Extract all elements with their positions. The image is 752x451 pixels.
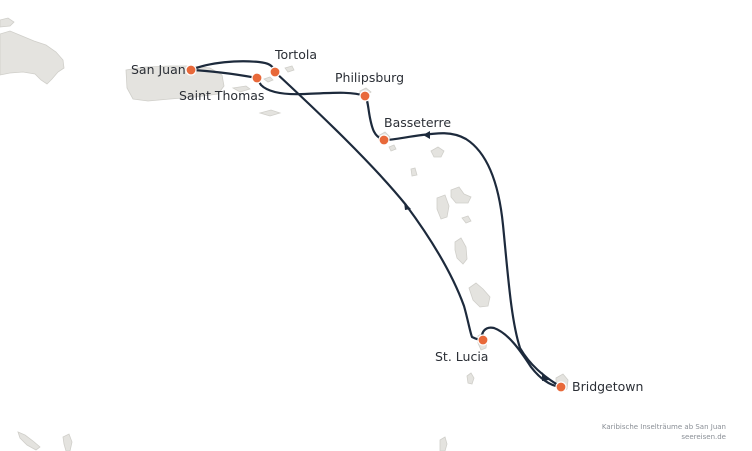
montserrat-island [410,167,418,177]
port-label-san-juan: San Juan [131,62,186,77]
route-leg-st-lucia-bridgetown [481,326,563,389]
port-label-st-lucia: St. Lucia [435,349,488,364]
nevis-island [388,144,397,152]
route-leg-saint-thomas-san-juan [189,68,259,80]
port-label-basseterre: Basseterre [384,115,451,130]
south-coast-land-1 [17,431,41,451]
port-label-tortola: Tortola [274,47,317,62]
puerto-rico-island [125,65,225,102]
port-label-philipsburg: Philipsburg [335,70,404,85]
direction-arrow-bridgetown [542,372,549,381]
hispaniola-island [0,30,65,85]
port-label-bridgetown: Bridgetown [572,379,643,394]
route-leg-basseterre-philipsburg [363,94,424,142]
credit-title: Karibische Inselträume ab San Juan [601,423,726,431]
port-marker-basseterre[interactable] [378,134,390,146]
land-layer [0,17,569,451]
route-leg-bridgetown-basseterre [420,132,563,389]
port-label-saint-thomas: Saint Thomas [179,88,264,103]
guadeloupe-island [436,186,472,220]
small-islet-northwest [0,17,15,28]
vieques-island [231,85,251,93]
saint-croix-island [258,109,282,117]
route-leg-tortola-st-lucia [273,70,485,342]
direction-arrow-basseterre [423,131,430,139]
cruise-route [189,60,563,389]
antigua-island [430,146,445,158]
saint-vincent-island [466,372,475,385]
virgin-islet-2 [284,65,295,73]
credit-source: seereisen.de [681,433,726,441]
route-leg-san-juan-tortola [189,60,277,74]
port-marker-san-juan[interactable] [185,64,197,76]
martinique-island [468,282,491,308]
port-marker-st-lucia[interactable] [477,334,489,346]
marie-galante-island [461,215,472,224]
port-marker-philipsburg[interactable] [359,90,371,102]
grenada-island [439,436,448,451]
port-marker-saint-thomas[interactable] [251,72,263,84]
direction-arrow-southbound [404,202,411,210]
virgin-islet-1 [263,76,274,83]
port-marker-tortola[interactable] [269,66,281,78]
south-coast-land-2 [62,433,73,451]
dominica-island [454,237,468,265]
map-credit: Karibische Inselträume ab San Juan seere… [602,422,726,442]
port-marker-bridgetown[interactable] [555,381,567,393]
ports-layer: San Juan Tortola Saint Thomas Philipsbur… [131,47,643,394]
